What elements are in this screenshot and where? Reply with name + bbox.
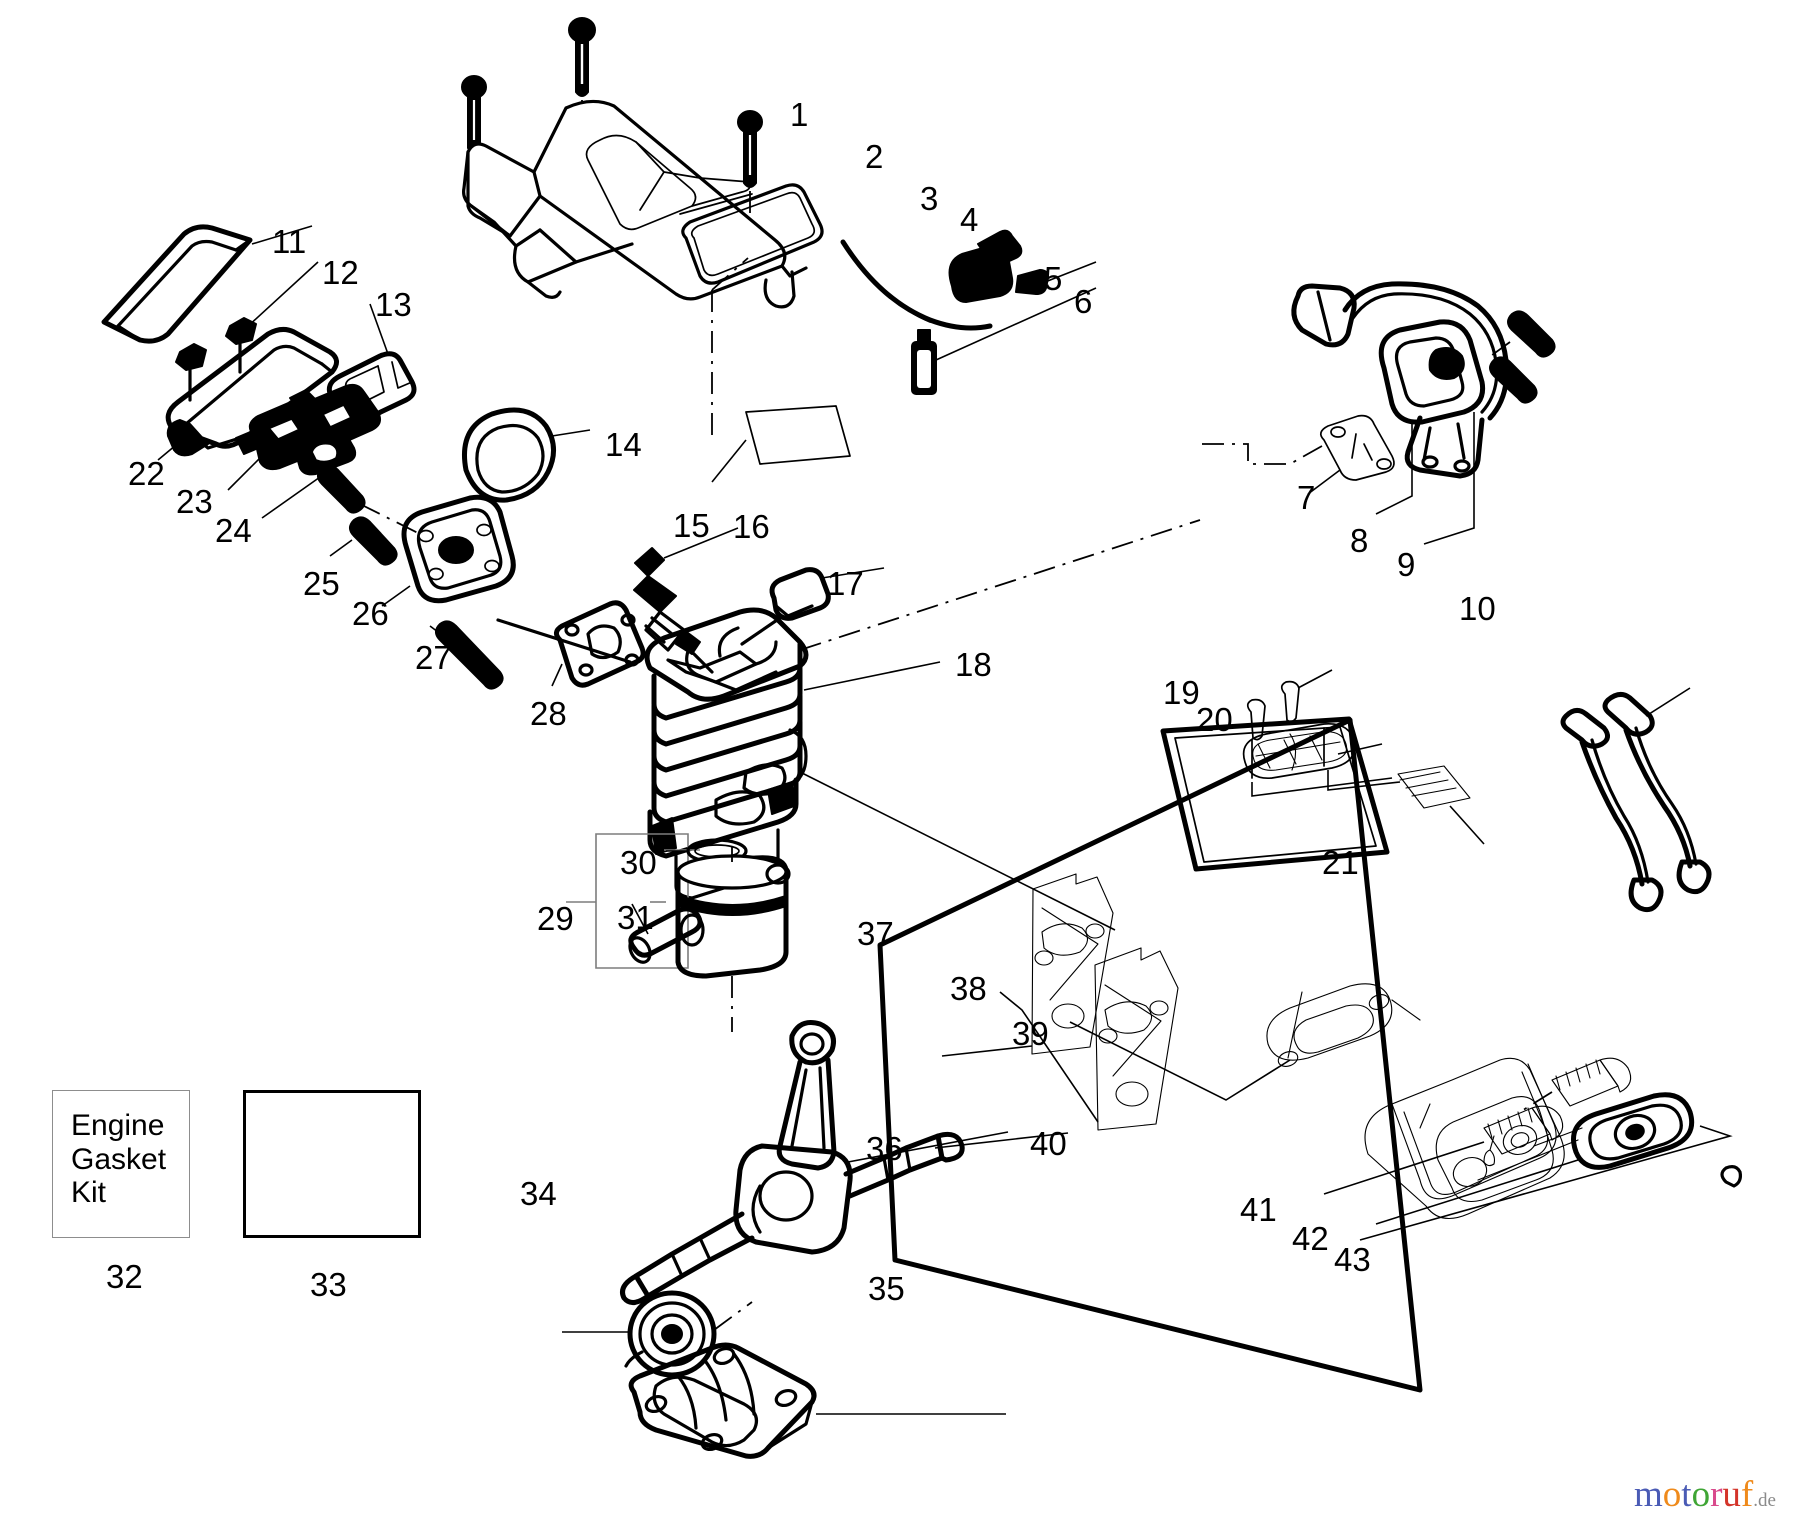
callout-11: 11: [272, 223, 307, 260]
callout-27: 27: [415, 639, 452, 676]
callout-20: 20: [1196, 701, 1233, 738]
callout-21: 21: [1322, 844, 1359, 881]
callout-39: 39: [1012, 1015, 1049, 1052]
motoruf-watermark: motoruf.de: [1634, 1476, 1776, 1513]
callout-2: 2: [865, 138, 884, 175]
callout-26: 26: [352, 595, 389, 632]
intake-gasket: [496, 600, 646, 688]
callout-37: 37: [857, 915, 894, 952]
callout-24: 24: [215, 512, 252, 549]
muffler-bolts: [1323, 1057, 1632, 1195]
crankshaft-bearing: [562, 1290, 753, 1378]
engine-gasket-kit-label: Engine Gasket Kit: [71, 1109, 167, 1210]
callout-36: 36: [866, 1130, 903, 1167]
callout-9: 9: [1397, 546, 1416, 583]
muffler-group-panel: [877, 717, 1423, 1393]
callout-25: 25: [303, 565, 340, 602]
callout-6: 6: [1074, 283, 1093, 320]
callout-19: 19: [1163, 674, 1200, 711]
muffler-gasket: [1069, 983, 1421, 1101]
callout-30: 30: [620, 844, 657, 881]
muffler-assembly: [1364, 1057, 1583, 1220]
heat-shield: [999, 947, 1179, 1131]
crankshaft-assembly: [620, 1020, 1009, 1305]
callout-43: 43: [1334, 1241, 1371, 1278]
cylinder-cover: [462, 99, 824, 309]
callout-3: 3: [920, 180, 939, 217]
callout-13: 13: [375, 286, 412, 323]
muffler-gasket-plate: [941, 873, 1114, 1057]
piston-kit-bracket: [566, 833, 791, 1032]
intake-screws: [317, 464, 504, 690]
callout-31: 31: [617, 899, 654, 936]
callout-22: 22: [128, 455, 165, 492]
intake-manifold: [381, 494, 516, 607]
starter-rope-grommet: [462, 407, 591, 503]
wm-letter-o2: o: [1691, 1474, 1711, 1515]
air-filter-cover: [101, 224, 313, 344]
callout-38: 38: [950, 970, 987, 1007]
air-filter: [157, 261, 339, 461]
callout-40: 40: [1030, 1125, 1067, 1162]
fuel-filter: [911, 287, 1097, 395]
callout-28: 28: [530, 695, 567, 732]
fuel-tank-cap: [948, 229, 1097, 303]
fuel-line: [840, 239, 993, 331]
wm-letter-u: u: [1722, 1474, 1741, 1515]
muffler-cover-plate: [1359, 1092, 1742, 1241]
wm-letter-o1: o: [1662, 1474, 1682, 1515]
callout-35: 35: [868, 1270, 905, 1307]
callout-4: 4: [960, 201, 979, 238]
wm-suffix-de: .de: [1753, 1490, 1776, 1511]
wm-letter-m: m: [1634, 1474, 1663, 1515]
callout-17: 17: [827, 565, 864, 602]
wm-letter-f: f: [1740, 1474, 1754, 1515]
callout-33: 33: [310, 1266, 347, 1303]
callout-15: 15: [673, 507, 710, 544]
callout-34: 34: [520, 1175, 557, 1212]
callout-29: 29: [537, 900, 574, 937]
callout-14: 14: [605, 426, 642, 463]
callout-7: 7: [1297, 479, 1316, 516]
callout-1: 1: [790, 96, 809, 133]
crankcase: [628, 1342, 1006, 1459]
callout-16: 16: [733, 508, 770, 545]
callout-12: 12: [322, 254, 359, 291]
switch-wire-harness: [1560, 687, 1712, 913]
carburetor: [227, 383, 381, 519]
callout-5: 5: [1044, 260, 1063, 297]
callout-10: 10: [1459, 590, 1496, 627]
wm-letter-t: t: [1681, 1474, 1692, 1515]
service-tool-box: [243, 1090, 421, 1238]
decal: [711, 257, 851, 483]
callout-18: 18: [955, 646, 992, 683]
callout-41: 41: [1240, 1191, 1277, 1228]
engine-gasket-kit-box: Engine Gasket Kit: [52, 1090, 190, 1238]
muffler-detail-inset: [1160, 669, 1485, 872]
callout-23: 23: [176, 483, 213, 520]
callout-32: 32: [106, 1258, 143, 1295]
decompression-valve: [740, 567, 885, 646]
callout-42: 42: [1292, 1220, 1329, 1257]
wm-letter-r: r: [1710, 1474, 1723, 1515]
callout-8: 8: [1350, 522, 1369, 559]
ignition-coil-assembly: [1202, 281, 1556, 545]
